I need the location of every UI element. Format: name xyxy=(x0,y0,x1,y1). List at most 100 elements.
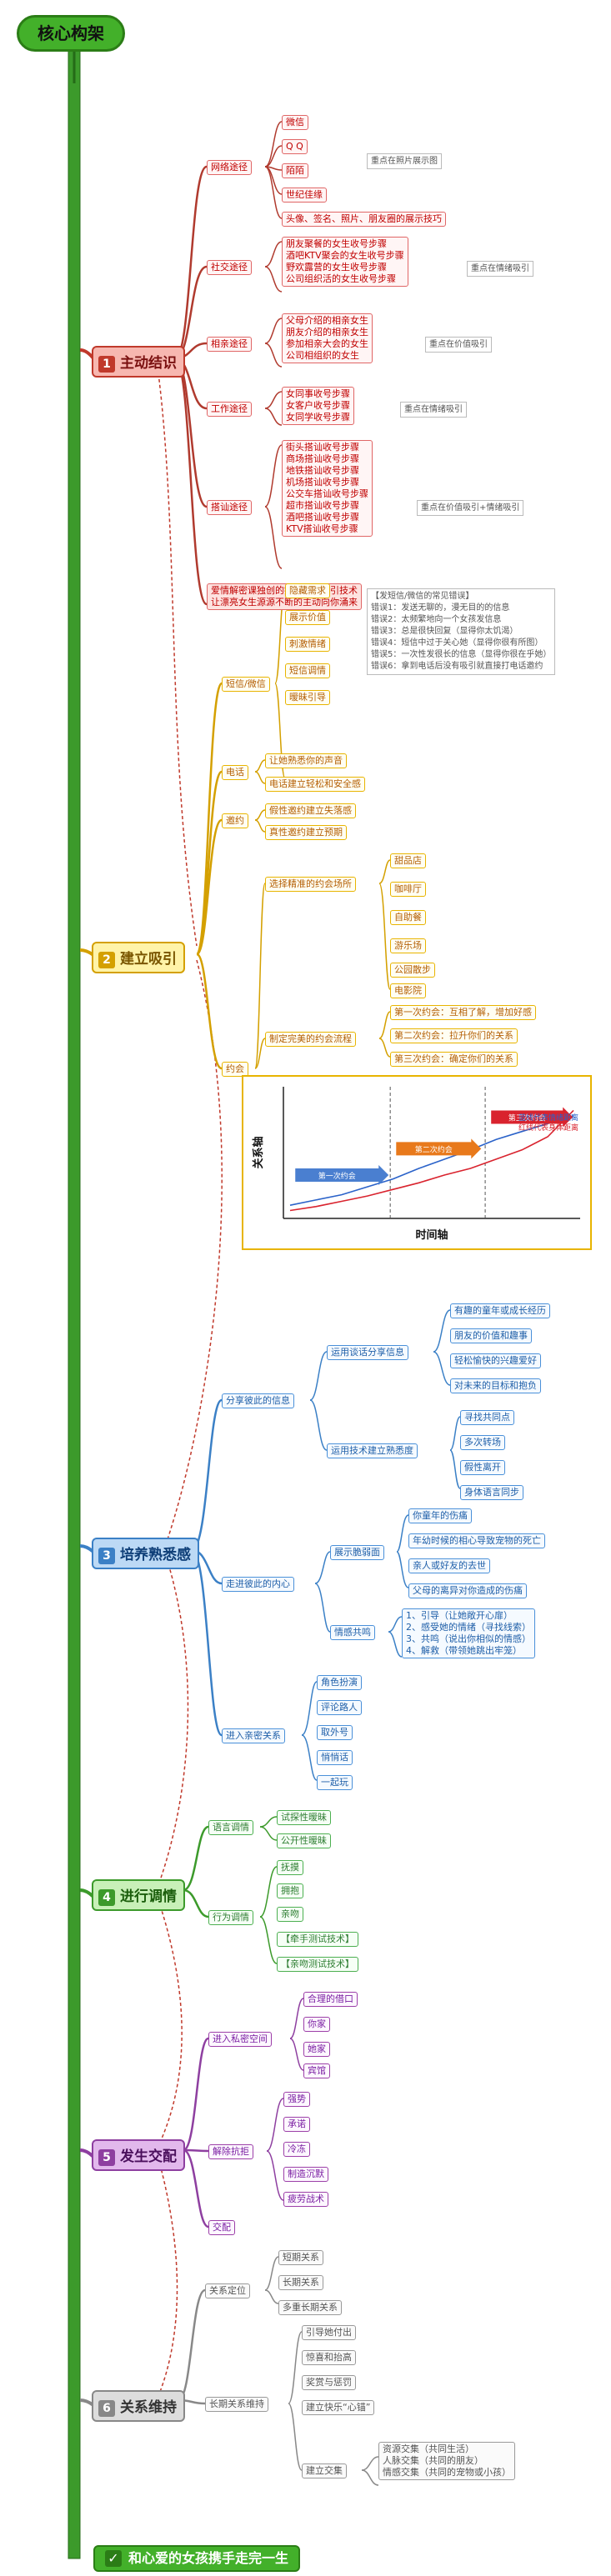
s5-private-item-1[interactable]: 你家 xyxy=(303,2017,330,2032)
s5-resist-item-4[interactable]: 疲劳战术 xyxy=(283,2192,328,2207)
s5-resist[interactable]: 解除抗拒 xyxy=(208,2144,253,2159)
s2-date-place-4[interactable]: 公园散步 xyxy=(390,963,435,978)
s6-pos[interactable]: 关系定位 xyxy=(205,2283,250,2298)
s1-network[interactable]: 网络途径 xyxy=(207,160,252,175)
s2-sms-item-2[interactable]: 刺激情绪 xyxy=(285,637,330,652)
s2-date-flow-0[interactable]: 第一次约会：互相了解，增加好感 xyxy=(390,1005,536,1020)
s2-sms[interactable]: 短信/微信 xyxy=(222,677,270,692)
s3-share-story-label[interactable]: 运用谈话分享信息 xyxy=(327,1345,408,1360)
s4-flirt-item-1[interactable]: 公开性暧昧 xyxy=(277,1833,331,1848)
s3-roles-item-0[interactable]: 角色扮演 xyxy=(317,1675,362,1690)
s5-private[interactable]: 进入私密空间 xyxy=(208,2032,272,2047)
s1-relative[interactable]: 相亲途径 xyxy=(207,337,252,352)
s6-keep-item-3[interactable]: 建立快乐“心锚” xyxy=(302,2400,375,2415)
s2-invite-item-0[interactable]: 假性邀约建立失落感 xyxy=(265,803,356,818)
s3-roles[interactable]: 进入亲密关系 xyxy=(222,1728,285,1743)
s2-call-item-0[interactable]: 让她熟悉你的声音 xyxy=(265,753,347,768)
s2-date-place-3[interactable]: 游乐场 xyxy=(390,938,426,953)
s5-resist-item-1[interactable]: 承诺 xyxy=(283,2117,310,2132)
s2-sms-item-4[interactable]: 暧昧引导 xyxy=(285,690,330,705)
s2-date-places-label[interactable]: 选择精准的约会场所 xyxy=(265,877,356,892)
s1-network-item-1[interactable]: Q Q xyxy=(282,139,308,154)
s2-sms-item-3[interactable]: 短信调情 xyxy=(285,663,330,678)
s4-act-item-1[interactable]: 拥抱 xyxy=(277,1883,303,1898)
s3-roles-item-3[interactable]: 悄悄话 xyxy=(317,1750,353,1765)
s5-private-item-0[interactable]: 合理的借口 xyxy=(303,1992,358,2007)
s5-sex[interactable]: 交配 xyxy=(208,2220,235,2235)
s6-pos-item-2[interactable]: 多重长期关系 xyxy=(278,2300,342,2315)
final-goal[interactable]: ✓和心爱的女孩携手走完一生 xyxy=(93,2545,301,2572)
s2-call-item-1[interactable]: 电话建立轻松和安全感 xyxy=(265,777,365,792)
s3-inner-emo[interactable]: 1、引导（让她敞开心扉） 2、感受她的情绪（寻找线索） 3、共鸣（说出你相似的情… xyxy=(402,1608,535,1658)
s2-date-flow-2[interactable]: 第三次约会：确定你们的关系 xyxy=(390,1052,518,1067)
s3-share-story-1[interactable]: 朋友的价值和趣事 xyxy=(450,1328,532,1343)
s2-date-place-5[interactable]: 电影院 xyxy=(390,983,426,998)
s6-pos-item-0[interactable]: 短期关系 xyxy=(278,2250,323,2265)
s3-inner-show-2[interactable]: 亲人或好友的去世 xyxy=(408,1558,490,1573)
s6-keep-links[interactable]: 资源交集（共同生活） 人脉交集（共同的朋友） 情感交集（共同的宠物或小孩） xyxy=(378,2442,515,2480)
s3-inner-show-3[interactable]: 父母的离异对你造成的伤痛 xyxy=(408,1583,527,1598)
s3-inner-show-0[interactable]: 你童年的伤痛 xyxy=(408,1508,472,1523)
s1-network-extra[interactable]: 头像、签名、照片、朋友圈的展示技巧 xyxy=(282,212,446,227)
s4-flirt-item-0[interactable]: 试探性暧昧 xyxy=(277,1810,331,1825)
s2-date-place-1[interactable]: 咖啡厅 xyxy=(390,882,426,897)
s3-inner[interactable]: 走进彼此的内心 xyxy=(222,1577,294,1592)
s3-share-tech-1[interactable]: 多次转场 xyxy=(460,1435,505,1450)
s3-share-tech-2[interactable]: 假性离开 xyxy=(460,1460,505,1475)
s4-act-item-4[interactable]: 【亲吻测试技术】 xyxy=(277,1957,358,1972)
s3-roles-item-2[interactable]: 取外号 xyxy=(317,1725,353,1740)
s3-share[interactable]: 分享彼此的信息 xyxy=(222,1393,294,1408)
s6-keep-item-1[interactable]: 惊喜和抬高 xyxy=(302,2350,356,2365)
s2-date-flow-1[interactable]: 第二次约会：拉升你们的关系 xyxy=(390,1028,518,1043)
s3-share-story-3[interactable]: 对未来的目标和抱负 xyxy=(450,1378,541,1393)
s1-relative-items[interactable]: 父母介绍的相亲女生 朋友介绍的相亲女生 参加相亲大会的女生 公司相组织的女生 xyxy=(282,313,373,363)
s2-date-place-0[interactable]: 甜品店 xyxy=(390,853,426,868)
s4-act-item-3[interactable]: 【牵手测试技术】 xyxy=(277,1932,358,1947)
s5-resist-item-2[interactable]: 冷冻 xyxy=(283,2142,310,2157)
s3-roles-item-4[interactable]: 一起玩 xyxy=(317,1775,353,1790)
s2-sms-item-0[interactable]: 隐藏需求 xyxy=(285,583,330,598)
s2-invite-item-1[interactable]: 真性邀约建立预期 xyxy=(265,825,347,840)
s6-keep[interactable]: 长期关系维持 xyxy=(205,2397,268,2412)
s3-inner-emo-label[interactable]: 情感共鸣 xyxy=(330,1625,375,1640)
s1-social[interactable]: 社交途径 xyxy=(207,260,252,275)
s3-share-story-2[interactable]: 轻松愉快的兴趣爱好 xyxy=(450,1353,541,1368)
s6-pos-item-1[interactable]: 长期关系 xyxy=(278,2275,323,2290)
s1-network-item-3[interactable]: 世纪佳缘 xyxy=(282,188,327,203)
s1-summary[interactable]: 爱情解密课独创的批量女生吸引技术 让漂亮女生源源不断的主动向你涌来 xyxy=(207,583,362,610)
s3-share-tech-label[interactable]: 运用技术建立熟悉度 xyxy=(327,1443,418,1458)
s1-street[interactable]: 搭讪途径 xyxy=(207,500,252,515)
s3-inner-show-label[interactable]: 展示脆弱面 xyxy=(330,1545,384,1560)
s1-work-items[interactable]: 女同事收号步骤 女客户收号步骤 女同学收号步骤 xyxy=(282,387,354,425)
s4-act-item-2[interactable]: 亲吻 xyxy=(277,1907,303,1922)
s3-share-tech-0[interactable]: 寻找共同点 xyxy=(460,1410,514,1425)
s5-resist-item-0[interactable]: 强势 xyxy=(283,2092,310,2107)
s2-date-flow-label[interactable]: 制定完美的约会流程 xyxy=(265,1032,356,1047)
s5-private-item-2[interactable]: 她家 xyxy=(303,2042,330,2057)
s3-share-tech-3[interactable]: 身体语言同步 xyxy=(460,1485,523,1500)
s3-roles-item-1[interactable]: 评论路人 xyxy=(317,1700,362,1715)
s4-flirt[interactable]: 语言调情 xyxy=(208,1820,253,1835)
s1-social-items[interactable]: 朋友聚餐的女生收号步骤 酒吧KTV聚会的女生收号步骤 野欢露营的女生收号步骤 公… xyxy=(282,237,408,287)
s3-share-story-0[interactable]: 有趣的童年或成长经历 xyxy=(450,1303,550,1318)
s6-keep-item-2[interactable]: 奖赏与惩罚 xyxy=(302,2375,356,2390)
s5-private-item-3[interactable]: 宾馆 xyxy=(303,2063,330,2078)
s5-resist-item-3[interactable]: 制造沉默 xyxy=(283,2167,328,2182)
s4-act-item-0[interactable]: 抚摸 xyxy=(277,1860,303,1875)
s1-street-items[interactable]: 街头搭讪收号步骤 商场搭讪收号步骤 地铁搭讪收号步骤 机场搭讪收号步骤 公交车搭… xyxy=(282,440,373,537)
s2-date[interactable]: 约会 xyxy=(222,1062,248,1077)
s2-date-place-2[interactable]: 自助餐 xyxy=(390,910,426,925)
s1-work[interactable]: 工作途径 xyxy=(207,402,252,417)
s4-act[interactable]: 行为调情 xyxy=(208,1910,253,1925)
s1-network-item-0[interactable]: 微信 xyxy=(282,115,308,130)
s3-inner-show-1[interactable]: 年幼时候的相心导致宠物的死亡 xyxy=(408,1533,545,1548)
s2-invite[interactable]: 邀约 xyxy=(222,813,248,828)
s1-network-item-2[interactable]: 陌陌 xyxy=(282,163,308,178)
s2-call[interactable]: 电话 xyxy=(222,765,248,780)
